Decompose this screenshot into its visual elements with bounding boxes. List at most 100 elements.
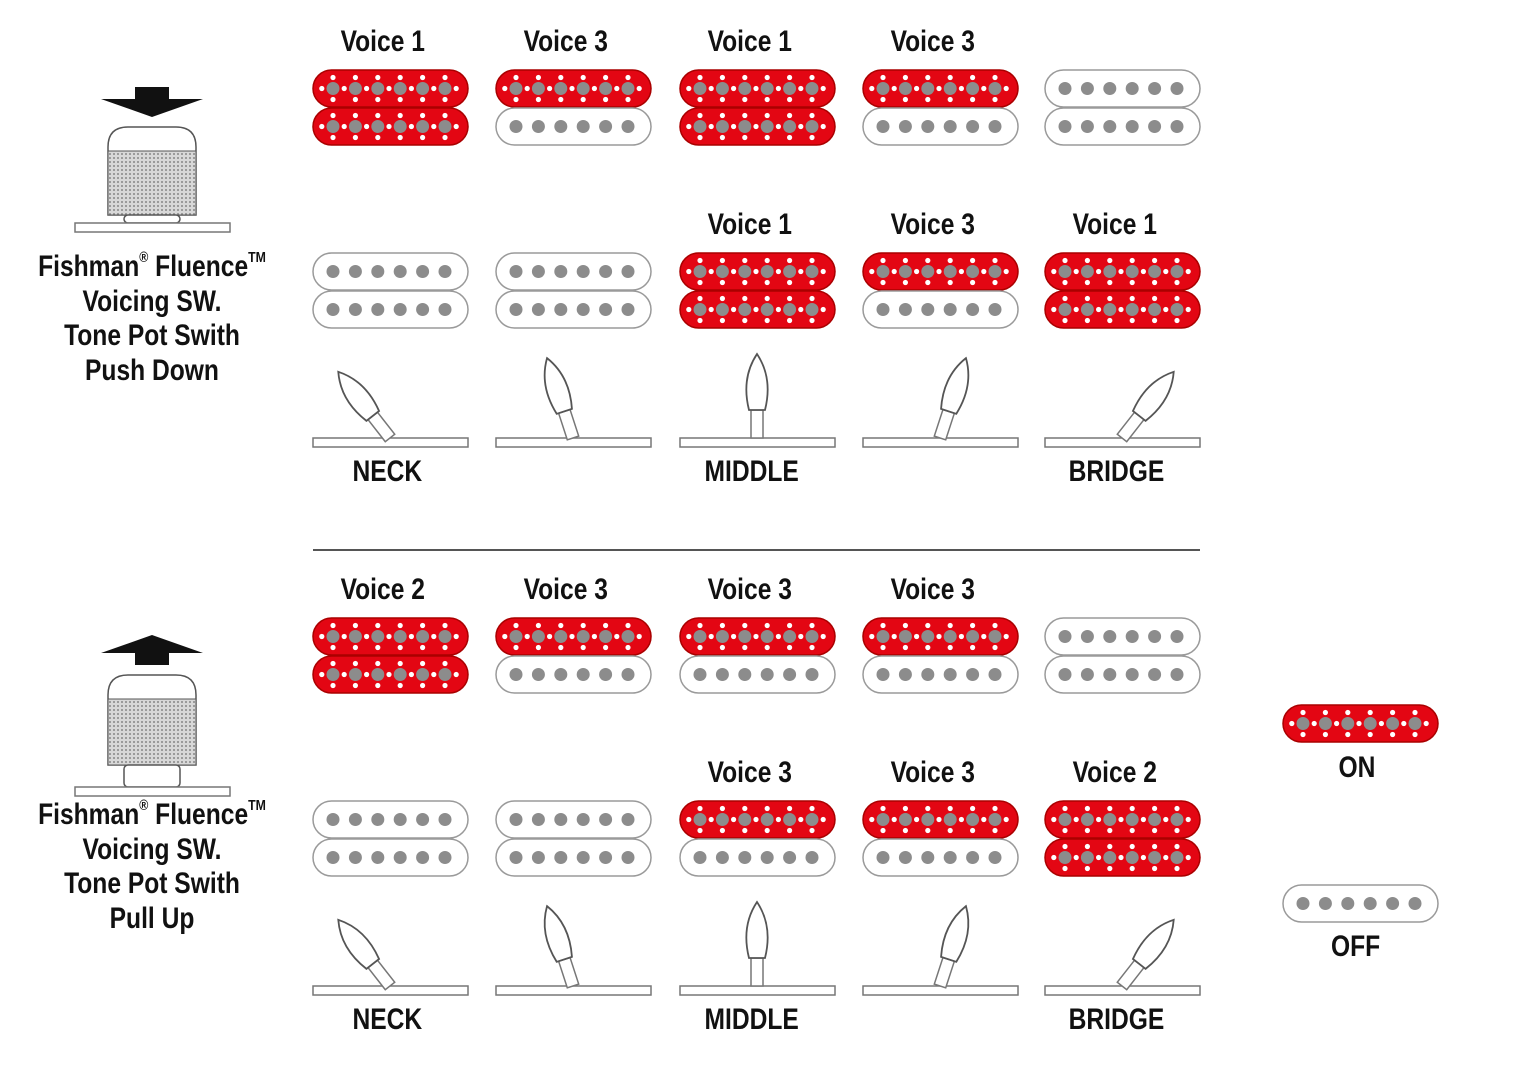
white-dot: [958, 816, 965, 823]
pole-piece: [531, 668, 545, 681]
pole-piece: [599, 265, 613, 278]
coil-body: [1282, 884, 1439, 923]
coil-body: [312, 252, 469, 291]
pole-piece: [554, 82, 568, 95]
white-dot: [787, 644, 793, 651]
white-dot: [869, 816, 875, 823]
white-dot: [330, 622, 336, 629]
coil-on: [862, 252, 1019, 291]
white-dot: [981, 816, 987, 823]
pole-piece: [966, 265, 980, 278]
pole-piece: [416, 303, 430, 316]
mount-plate: [74, 222, 231, 233]
pole-piece: [599, 813, 613, 826]
pole-piece: [326, 265, 340, 278]
white-dot: [352, 644, 358, 651]
pole-piece: [576, 851, 590, 864]
white-dot: [925, 74, 931, 81]
white-dot: [386, 123, 392, 130]
humbucker-pickup: [862, 617, 1019, 694]
humbucker-pickup: [1044, 617, 1201, 694]
white-dot: [1107, 827, 1113, 834]
pole-piece: [1080, 82, 1094, 95]
coil-off: [495, 252, 652, 291]
lever-shaft: [557, 408, 580, 441]
pole-piece: [438, 668, 452, 681]
pole-piece: [1125, 630, 1139, 643]
pole-piece: [1080, 813, 1094, 826]
coil-body: [1044, 69, 1201, 108]
pole-piece: [988, 303, 1002, 316]
knob-knurl: [107, 698, 197, 766]
coil-off: [862, 107, 1019, 146]
white-dot: [764, 96, 770, 103]
white-dot: [1390, 731, 1396, 738]
pole-piece: [943, 851, 957, 864]
humbucker-pickup: [312, 800, 469, 877]
white-dot: [880, 257, 886, 264]
white-dot: [947, 279, 953, 286]
white-dot: [925, 644, 931, 651]
switch-plate: [862, 985, 1019, 996]
pole-piece: [348, 82, 362, 95]
pole-piece: [760, 303, 774, 316]
voice-label: Voice 3: [890, 573, 975, 606]
white-dot: [697, 112, 703, 119]
pole-piece: [554, 813, 568, 826]
pole-piece: [599, 303, 613, 316]
white-dot: [420, 682, 426, 689]
caption-line: Tone Pot Swith: [64, 319, 240, 352]
pole-piece: [876, 668, 890, 681]
white-dot: [1163, 854, 1169, 861]
switch-position-label: NECK: [352, 455, 423, 488]
pole-piece: [371, 303, 385, 316]
lever-shaft: [750, 957, 764, 987]
pole-piece: [898, 630, 912, 643]
white-dot: [742, 279, 748, 286]
white-dot: [1185, 306, 1191, 313]
white-dot: [535, 74, 542, 81]
white-dot: [981, 85, 987, 92]
pole-piece: [393, 265, 407, 278]
pole-piece: [554, 630, 568, 643]
white-dot: [513, 96, 519, 103]
white-dot: [1062, 827, 1068, 834]
pole-piece: [438, 303, 452, 316]
pole-piece: [966, 630, 980, 643]
pole-piece: [921, 120, 935, 133]
switch-position-label: MIDDLE: [704, 455, 799, 488]
white-dot: [992, 622, 998, 629]
white-dot: [719, 644, 726, 651]
white-dot: [787, 279, 793, 286]
white-dot: [1289, 720, 1295, 727]
pole-piece: [1125, 813, 1139, 826]
pole-piece: [348, 265, 362, 278]
pole-piece: [416, 82, 430, 95]
pole-piece: [1148, 630, 1162, 643]
white-dot: [809, 112, 815, 119]
white-dot: [386, 633, 392, 640]
white-dot: [1062, 865, 1068, 872]
white-dot: [431, 671, 437, 678]
pole-piece: [1080, 303, 1094, 316]
white-dot: [375, 682, 381, 689]
pole-piece: [348, 851, 362, 864]
white-dot: [764, 622, 770, 629]
white-dot: [1322, 731, 1328, 738]
white-dot: [753, 816, 759, 823]
white-dot: [364, 633, 370, 640]
white-dot: [869, 85, 875, 92]
white-dot: [753, 633, 759, 640]
coil-on: [679, 252, 836, 291]
pole-piece: [393, 630, 407, 643]
lever-tip: [1131, 918, 1175, 971]
white-dot: [1378, 720, 1384, 727]
coil-off: [1044, 617, 1201, 656]
white-dot: [375, 112, 381, 119]
white-dot: [1152, 295, 1158, 302]
pole-piece: [988, 851, 1002, 864]
pole-piece: [898, 82, 912, 95]
white-dot: [719, 827, 726, 834]
